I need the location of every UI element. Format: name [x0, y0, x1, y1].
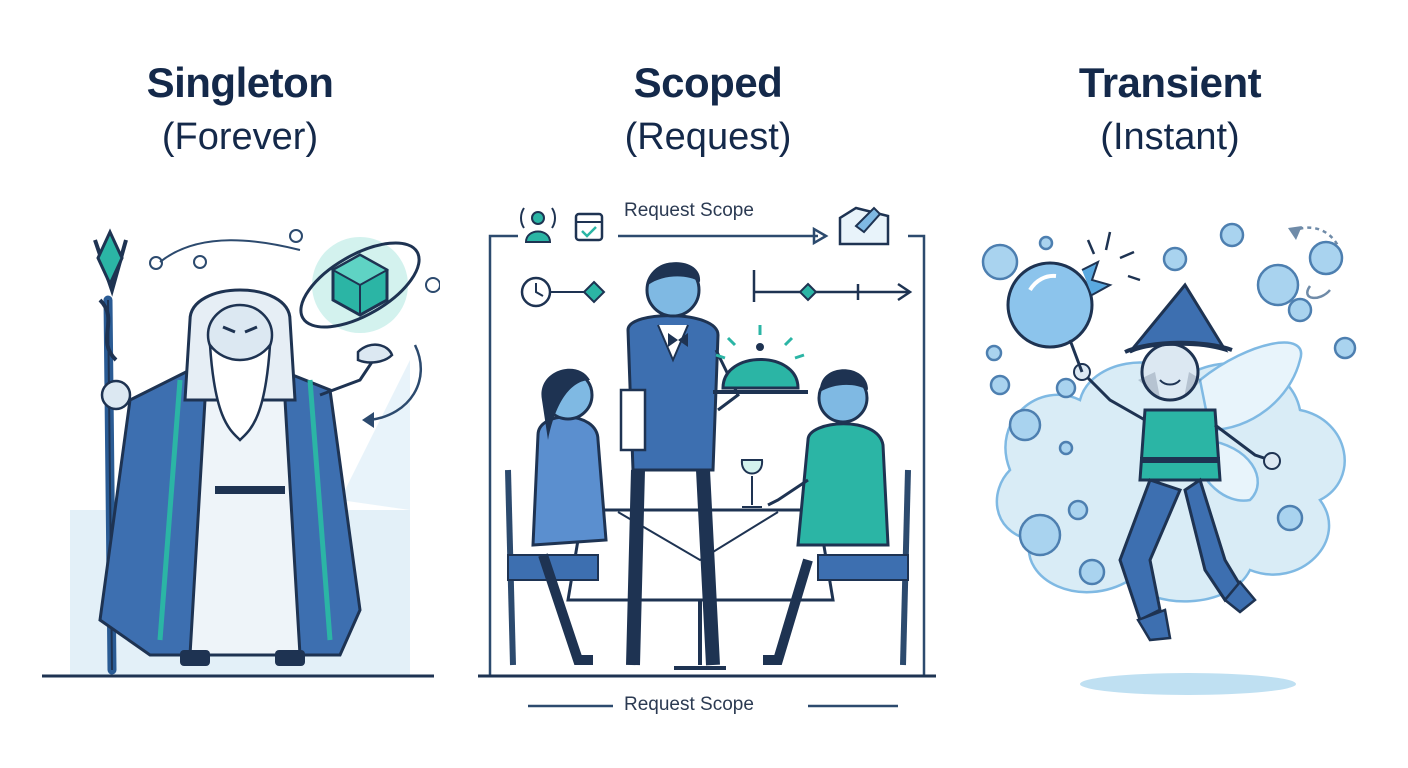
person-signal-icon [520, 207, 556, 243]
fairy-hat-brim [1124, 340, 1233, 354]
robe-trim [307, 379, 333, 641]
fairy-shadow [1080, 673, 1296, 695]
orbit-dot [425, 277, 440, 293]
restaurant-illustration [478, 206, 936, 708]
scoped-panel: Scoped (Request) [478, 0, 938, 768]
timeline-diamond [798, 282, 818, 302]
timeline-arrow [897, 282, 913, 302]
magic-cloud [995, 361, 1346, 603]
singleton-title: Singleton [146, 59, 334, 106]
wizard-foot [180, 650, 210, 666]
background-shard [340, 360, 410, 510]
wine-glass-icon [740, 459, 764, 508]
arrow-head [362, 412, 374, 428]
scope-label-bottom: Request Scope [624, 694, 754, 715]
cycle-arrow-icon [1288, 226, 1340, 299]
return-arrow [369, 344, 422, 422]
fairy-hand [1263, 452, 1281, 470]
wizard-hand [356, 343, 394, 364]
fairy-illustration [981, 222, 1357, 695]
scope-label-top: Request Scope [624, 200, 754, 221]
calendar-icon [574, 212, 604, 242]
table-cloth-fold [617, 511, 779, 562]
fairy-tunic [1138, 408, 1222, 482]
orbit-dot [193, 255, 207, 269]
wizard-inner-robe [188, 398, 302, 657]
scope-arrow-head [812, 226, 829, 246]
wizard-illustration [42, 228, 440, 678]
bubble-icon [981, 222, 1357, 586]
wizard-hand-staff [100, 379, 132, 411]
fairy-wing [1198, 341, 1303, 432]
fairy-smile [1159, 379, 1181, 386]
transient-subtitle: (Instant) [1100, 116, 1240, 158]
transient-panel: Transient (Instant) [970, 0, 1370, 768]
fairy-arm [1080, 370, 1146, 422]
singleton-panel: Singleton (Forever) [40, 0, 440, 768]
clock-icon [520, 276, 552, 308]
fairy-boot [1136, 608, 1172, 642]
robe-trim [157, 379, 183, 641]
orbit-path [159, 239, 301, 263]
orbit-dot [149, 256, 163, 270]
crystal-icon [299, 237, 421, 333]
wizard-foot [275, 650, 305, 666]
waiter [619, 262, 740, 666]
wizard-eyebrows [222, 325, 258, 334]
man-diner [763, 369, 911, 666]
woman-diner [505, 368, 608, 666]
fairy-leg [1118, 478, 1183, 623]
cloche-icon [713, 325, 808, 394]
diamond-marker [582, 280, 606, 304]
wizard-beard [208, 340, 272, 442]
transient-title: Transient [1078, 59, 1262, 106]
orbit-dot [289, 229, 303, 243]
popping-bubble [1006, 231, 1141, 349]
scoped-subtitle: (Request) [624, 116, 792, 158]
order-tray-icon [838, 206, 890, 246]
magic-wand [1068, 339, 1084, 373]
fairy-hair [1138, 372, 1202, 398]
fairy-boot [1223, 580, 1257, 614]
singleton-subtitle: (Forever) [161, 116, 319, 158]
scoped-title: Scoped [633, 59, 783, 106]
